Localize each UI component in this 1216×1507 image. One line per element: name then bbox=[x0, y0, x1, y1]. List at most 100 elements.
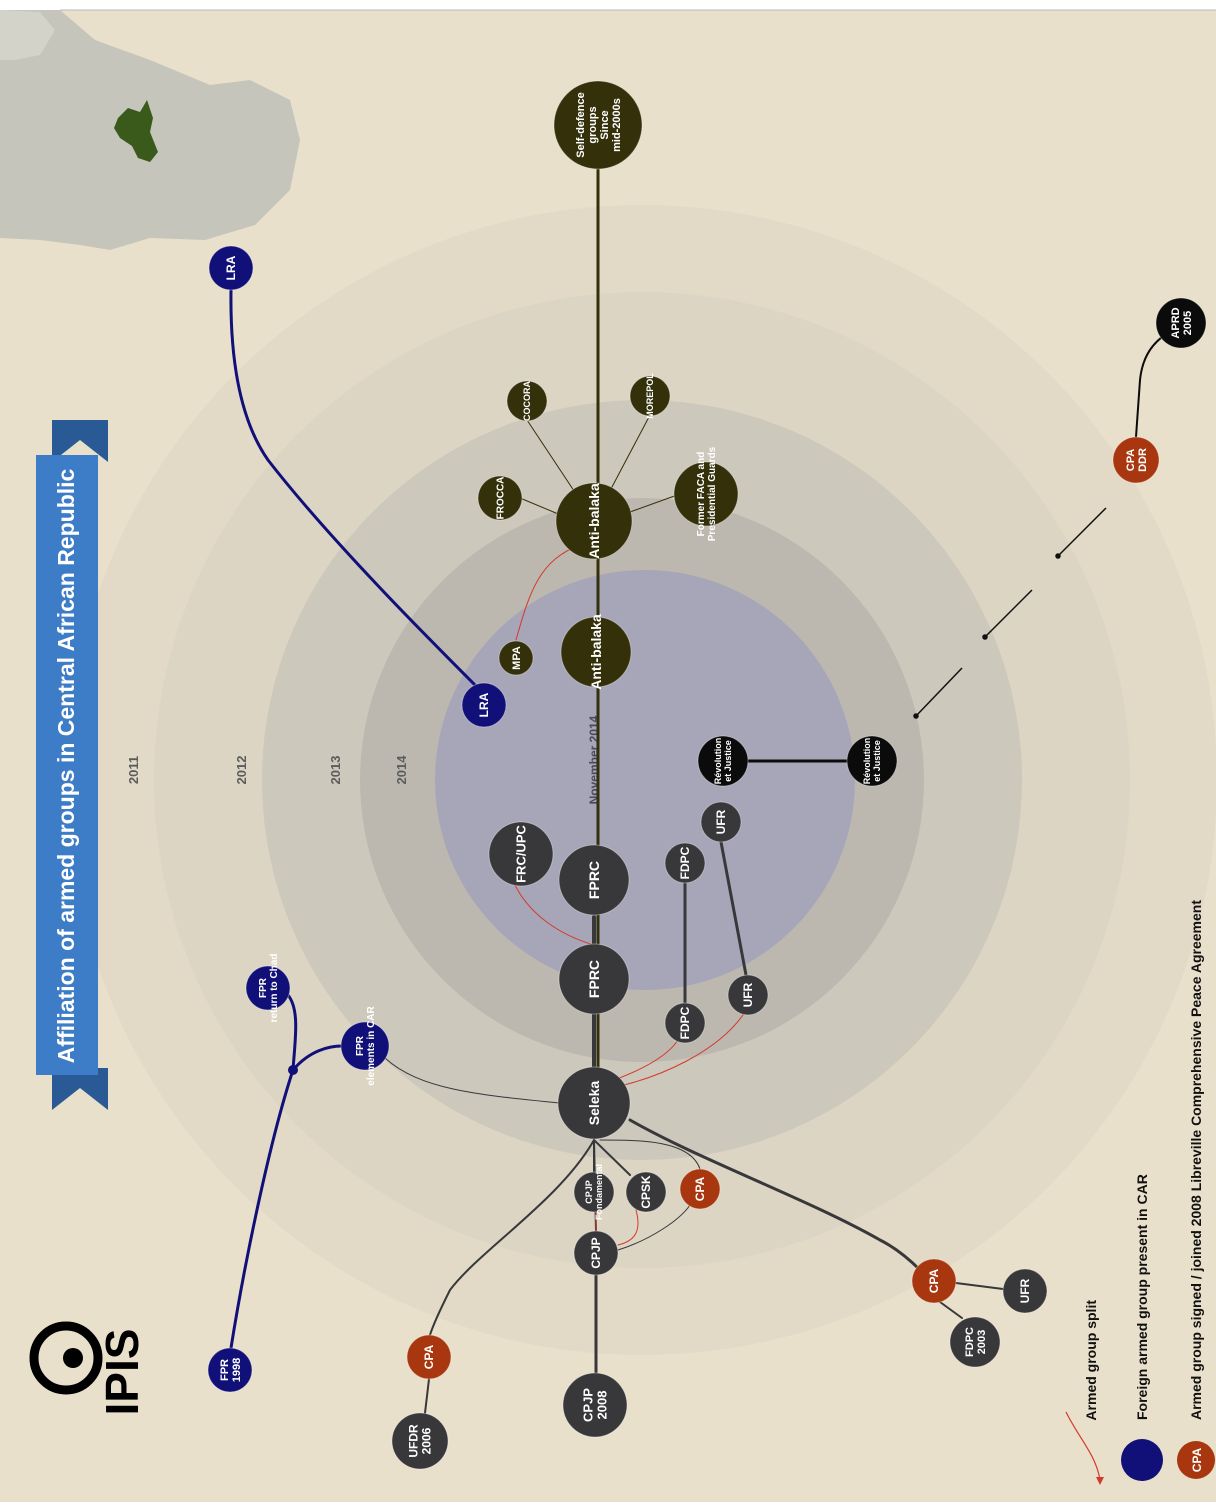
node-lra-top[interactable]: LRA bbox=[208, 245, 254, 291]
node-label: UFR bbox=[741, 982, 755, 1007]
legend-cpa-icon bbox=[1177, 1441, 1215, 1479]
node-cpjp[interactable]: CPJP bbox=[573, 1230, 619, 1276]
node-frocca[interactable]: FROCCA bbox=[477, 475, 523, 521]
node-label: et Justice bbox=[723, 740, 733, 782]
node-circle bbox=[562, 1372, 628, 1438]
node-cpa-right[interactable]: CPA bbox=[911, 1258, 957, 1304]
node-label: 2008 bbox=[595, 1391, 610, 1420]
node-cpa-ufdr[interactable]: CPA bbox=[406, 1334, 452, 1380]
node-label: FPRC bbox=[586, 861, 602, 899]
node-label: CPJP bbox=[589, 1237, 603, 1268]
node-label: FPR bbox=[258, 977, 269, 998]
link-27 bbox=[617, 1204, 691, 1251]
ribbon-tail-top bbox=[52, 420, 108, 462]
node-cpsk[interactable]: CPSK bbox=[625, 1171, 667, 1213]
node-frc-upc[interactable]: FRC/UPC bbox=[488, 821, 554, 887]
node-label: FPR bbox=[355, 1035, 366, 1056]
node-ufr-center[interactable]: UFR bbox=[700, 801, 742, 843]
node-fdpc-2013[interactable]: FDPC bbox=[664, 1002, 706, 1044]
node-antibalaka-2013[interactable]: Anti-balaka bbox=[555, 482, 633, 560]
node-morepol[interactable]: MOREPOL bbox=[629, 373, 671, 419]
node-circle bbox=[245, 965, 291, 1011]
node-cocora[interactable]: COCORA bbox=[506, 380, 548, 422]
africa-map bbox=[0, 10, 300, 250]
car-highlight bbox=[114, 100, 158, 162]
node-circle bbox=[664, 1002, 706, 1044]
link-30 bbox=[955, 1282, 1004, 1290]
legend: Armed group split Foreign armed group pr… bbox=[1065, 900, 1215, 1485]
node-circle bbox=[391, 1412, 449, 1470]
node-circle bbox=[664, 842, 706, 884]
link-7 bbox=[1135, 334, 1166, 438]
node-circle bbox=[573, 1171, 615, 1213]
node-label: FROCCA bbox=[496, 477, 507, 520]
tick-dot-2 bbox=[982, 634, 988, 640]
node-label: 1998 bbox=[231, 1358, 243, 1382]
legend-split-line-icon bbox=[1065, 1411, 1101, 1481]
node-lra-center[interactable]: LRA bbox=[461, 682, 507, 728]
node-label: DDR bbox=[1137, 448, 1149, 472]
link-15 bbox=[229, 993, 298, 1350]
node-label: MPA bbox=[511, 646, 523, 670]
node-label: 2003 bbox=[976, 1330, 988, 1354]
node-label: Since bbox=[599, 110, 611, 139]
node-label: Anti-balaka bbox=[586, 483, 602, 559]
node-label: FDPC bbox=[678, 846, 692, 879]
node-circle bbox=[208, 245, 254, 291]
node-label: CPJP bbox=[581, 1388, 596, 1422]
node-label: COCORA bbox=[522, 381, 532, 421]
title: Affiliation of armed groups in Central A… bbox=[53, 468, 79, 1063]
node-fdpc-center[interactable]: FDPC bbox=[664, 842, 706, 884]
link-16 bbox=[291, 1044, 344, 1072]
node-circle bbox=[553, 80, 643, 170]
node-label: FDPC bbox=[964, 1327, 976, 1357]
node-label: mid-2000s bbox=[611, 98, 623, 152]
node-circle bbox=[498, 640, 534, 676]
tick-dot-3 bbox=[1055, 553, 1061, 559]
node-label: CPA bbox=[927, 1268, 941, 1293]
node-ufr-2013[interactable]: UFR bbox=[727, 974, 769, 1016]
tick-3 bbox=[1057, 507, 1107, 557]
link-18 bbox=[384, 1057, 561, 1104]
link-5 bbox=[629, 493, 681, 513]
tick-1 bbox=[915, 667, 963, 717]
node-circle bbox=[340, 1021, 390, 1071]
node-label: groups bbox=[587, 106, 599, 143]
node-circle bbox=[560, 616, 632, 688]
node-circle bbox=[573, 1230, 619, 1276]
node-seleka[interactable]: Seleka bbox=[557, 1066, 631, 1140]
node-circle bbox=[557, 1066, 631, 1140]
ipis-logo: IPIS bbox=[29, 1321, 148, 1415]
link-1 bbox=[229, 288, 482, 692]
node-fprc-center[interactable]: FPRC bbox=[558, 844, 630, 916]
node-label: CPA bbox=[1125, 449, 1137, 471]
node-label: CPA bbox=[693, 1176, 707, 1201]
node-fprc-2013[interactable]: FPRC bbox=[558, 943, 630, 1015]
node-antibalaka-2014[interactable]: Anti-balaka bbox=[560, 614, 632, 690]
ring-nov-2014 bbox=[435, 570, 855, 990]
link-6 bbox=[515, 544, 581, 641]
node-circle bbox=[911, 1258, 957, 1304]
map-landmass-top bbox=[0, 10, 55, 60]
node-circle bbox=[697, 735, 749, 787]
node-ufr-right[interactable]: UFR bbox=[1002, 1268, 1048, 1314]
logo-ring-icon bbox=[29, 1321, 103, 1395]
link-24 bbox=[628, 1118, 922, 1272]
node-cpa-seleka[interactable]: CPA bbox=[679, 1168, 721, 1210]
node-mpa[interactable]: MPA bbox=[498, 640, 534, 676]
